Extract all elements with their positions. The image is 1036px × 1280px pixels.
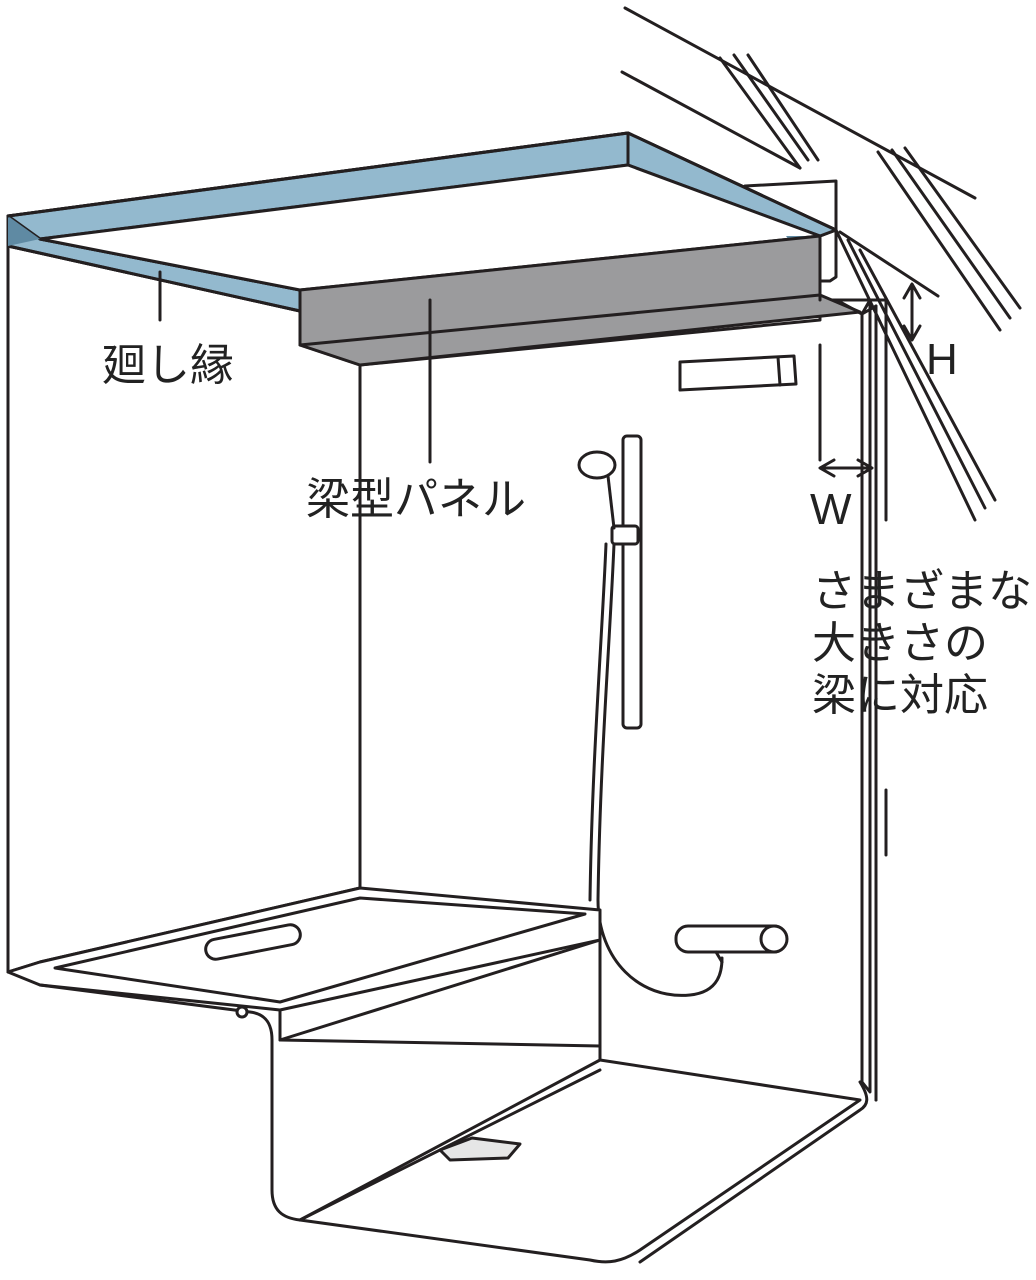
note-line-2: 大きさの [812,619,988,668]
shower-head-icon [577,450,617,480]
drain-icon [438,1136,522,1162]
rim-label: 廻し縁 [102,341,234,390]
faucet [674,924,789,964]
beam-panel [298,234,862,367]
bathtub [6,886,602,1222]
dimension-h-label: H [926,335,958,384]
floor [298,1058,869,1264]
grab-handle-icon [204,923,302,961]
ceiling-rim [6,131,838,313]
beam-size-note: さまざまな 大きさの 梁に対応 [812,566,1032,722]
beam-panel-label: 梁型パネル [306,475,526,524]
dimension-w [818,458,874,478]
vent-grille [678,354,798,392]
ceiling-slab [620,6,1022,332]
note-line-3: 梁に対応 [812,671,988,720]
note-line-1: さまざまな [812,567,1032,616]
leader-lines [158,270,432,464]
dimension-w-label: W [810,485,852,534]
dimension-h [902,282,922,342]
